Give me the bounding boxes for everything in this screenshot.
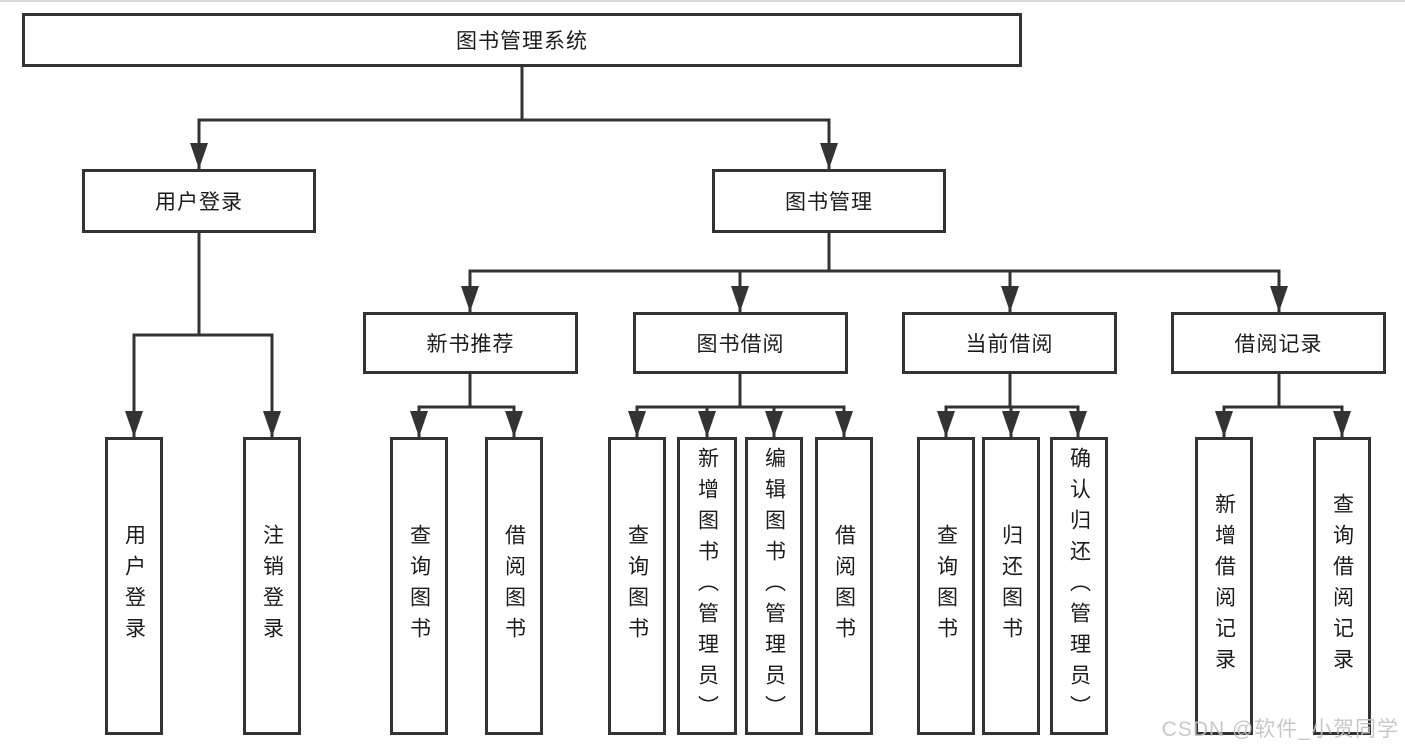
leaf-label: 编辑图书（管理员） xyxy=(762,446,786,726)
leaf-label: 用户登录 xyxy=(122,524,146,648)
leaf-label: 新增借阅记录 xyxy=(1212,493,1236,679)
node-user-login: 用户登录 xyxy=(82,169,316,233)
leaf-label: 查询借阅记录 xyxy=(1330,493,1354,679)
node-label: 新书推荐 xyxy=(426,333,515,356)
node-label: 图书管理系统 xyxy=(456,30,588,53)
node-label: 当前借阅 xyxy=(965,333,1054,356)
leaf-bb-add-books-admin: 新增图书（管理员） xyxy=(677,437,737,735)
leaf-label: 查询图书 xyxy=(625,524,649,648)
leaf-br-query-record: 查询借阅记录 xyxy=(1313,437,1371,735)
node-borrow-record: 借阅记录 xyxy=(1171,312,1386,374)
leaf-label: 注销登录 xyxy=(260,524,284,648)
node-label: 借阅记录 xyxy=(1234,333,1323,356)
leaf-cb-confirm-return-admin: 确认归还（管理员） xyxy=(1050,437,1108,735)
leaf-label: 确认归还（管理员） xyxy=(1067,446,1091,726)
arrow-shafts xyxy=(132,120,1344,437)
top-edge-divider xyxy=(0,0,1405,2)
leaf-label: 新增图书（管理员） xyxy=(695,446,719,726)
leaf-bb-borrow-books: 借阅图书 xyxy=(815,437,873,735)
leaf-cb-query-books: 查询图书 xyxy=(917,437,975,735)
node-current-borrow: 当前借阅 xyxy=(902,312,1117,374)
node-new-book-recommend: 新书推荐 xyxy=(363,312,578,374)
node-book-management: 图书管理 xyxy=(712,169,946,233)
node-library-management-system: 图书管理系统 xyxy=(22,13,1022,67)
node-label: 用户登录 xyxy=(155,191,243,214)
leaf-label: 归还图书 xyxy=(999,524,1023,648)
leaf-label: 查询图书 xyxy=(407,524,431,648)
leaf-br-add-record: 新增借阅记录 xyxy=(1195,437,1253,735)
leaf-bb-edit-books-admin: 编辑图书（管理员） xyxy=(745,437,803,735)
leaf-cb-return-books: 归还图书 xyxy=(982,437,1040,735)
node-book-borrow: 图书借阅 xyxy=(633,312,848,374)
leaf-label: 借阅图书 xyxy=(832,524,856,648)
leaf-logout: 注销登录 xyxy=(243,437,301,735)
node-label: 图书管理 xyxy=(785,191,873,214)
leaf-label: 查询图书 xyxy=(934,524,958,648)
leaf-label: 借阅图书 xyxy=(502,524,526,648)
csdn-watermark: CSDN @软件_小贺同学 xyxy=(1161,718,1399,741)
leaf-user-login: 用户登录 xyxy=(105,437,163,735)
leaf-bb-query-books: 查询图书 xyxy=(608,437,666,735)
node-label: 图书借阅 xyxy=(696,333,785,356)
leaf-nbr-borrow-books: 借阅图书 xyxy=(485,437,543,735)
leaf-nbr-query-books: 查询图书 xyxy=(390,437,448,735)
